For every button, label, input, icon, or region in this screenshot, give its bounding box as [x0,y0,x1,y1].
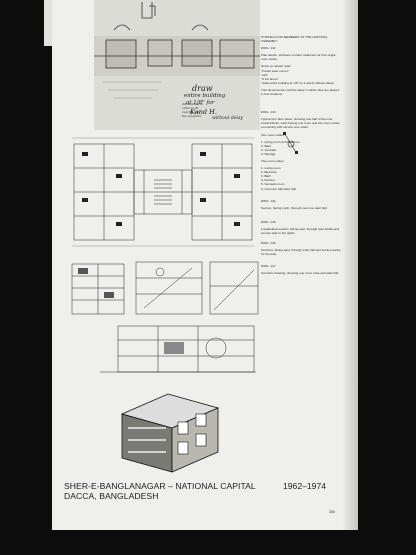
project-years: 1962–1974 [283,481,327,491]
caption-column: HOSTELS FOR MEMBERS OF THE NATIONAL ASSE… [261,35,341,279]
caption-one-room-list: 1. Living room and bedroom 2. Bath 3. Ve… [261,139,300,156]
caption-dwg-145-label: DWG. 145 [261,219,276,224]
section-drawing-longitudinal [134,258,204,318]
project-title-line-1: SHER-E-BANGLANAGAR – NATIONAL CAPITAL [64,481,256,491]
handwritten-note-kand-h: Kand H. [190,108,217,116]
caption-dwg-146-text: Sections, facing east, through suite hal… [261,248,341,257]
caption-dwg-144-text: Section, facing north, through common st… [261,205,328,210]
page-gutter-shadow [342,0,358,530]
sketch-photo-top [94,0,260,130]
project-title-line-2: DACCA, BANGLADESH [64,491,159,502]
section-drawing-suite-hall [98,322,258,380]
page-number: 350 [329,510,335,514]
caption-dwg-145-text: Longitudinal section, facing east, throu… [261,226,340,235]
floor-plan-drawing [68,134,258,250]
caption-dwg-143-text: Typical four-floor plans, showing one ha… [261,117,340,130]
caption-heading: HOSTELS FOR MEMBERS OF THE NATIONAL ASSE… [261,35,328,44]
caption-dwg-144-label: DWG. 144 [261,198,276,203]
caption-dwg-142-label: DWG. 142 [261,46,276,51]
isometric-drawing [118,384,228,476]
caption-dwg-142-text: Plan sketch, entrance corridor treatment… [261,53,336,62]
project-title: SHER-E-BANGLANAGAR – NATIONAL CAPITAL DA… [64,481,256,501]
section-drawing-north [68,258,128,318]
handwritten-left-notes: dimensions in order to fit exactly into … [182,102,204,118]
section-drawing-stair [208,258,260,318]
handwritten-note-entire-building: entire building [184,93,226,99]
caption-two-room-heading: Two room suites: [261,158,285,163]
page-tab [44,0,52,46]
caption-two-room-list: 1. Living room 2. Bedroom 3. Bath 4. Kit… [261,166,296,191]
north-arrow-icon [282,130,300,156]
handwritten-note-without-delay: without delay [212,116,244,121]
caption-dwg-142-tail: This dimensional could be taken in while… [261,87,339,97]
handwritten-note-draw: draw [192,84,213,93]
caption-dwg-146-label: DWG. 146 [261,241,276,246]
caption-dwg-147-label: DWG. 147 [261,264,276,269]
caption-one-room-heading: One room suites: [261,132,285,137]
caption-dwg-147-text: Isometric drawing, showing one room suit… [261,271,339,276]
caption-dwg-142-notes: Notes on sketch read: "Hostel suite corn… [261,64,335,85]
caption-dwg-143-label: DWG. 143 [261,110,276,115]
handwritten-note-scale: at 1/8" for [186,100,215,106]
